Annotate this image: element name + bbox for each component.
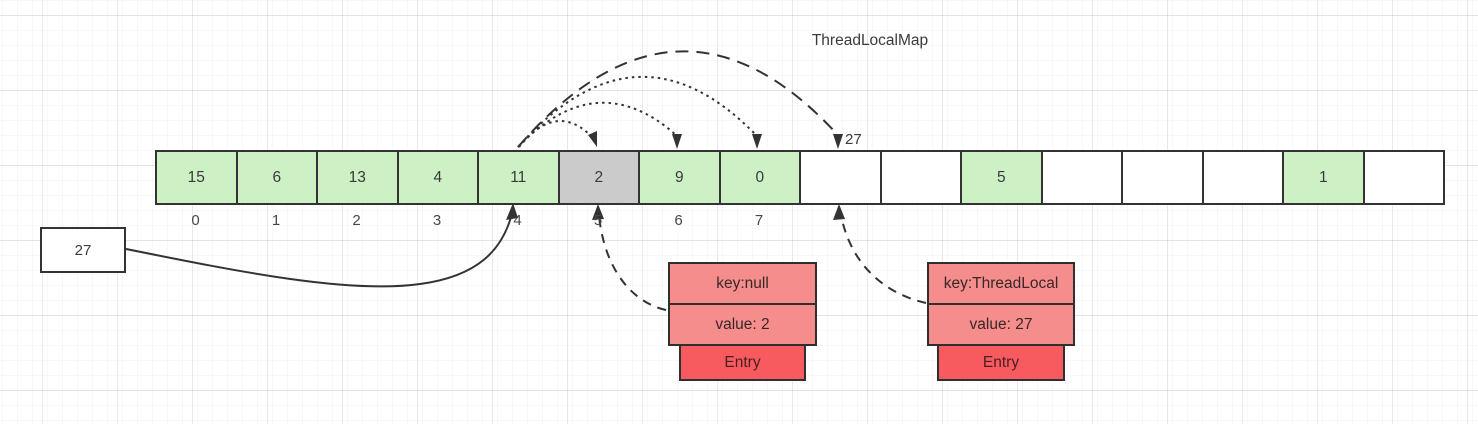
array-cell-12 bbox=[1121, 150, 1204, 205]
array-cell-9 bbox=[879, 150, 962, 205]
probe-arc-to-slot7 bbox=[517, 76, 762, 149]
array-cell-7: 0 bbox=[718, 150, 801, 205]
diagram-title: ThreadLocalMap bbox=[811, 32, 929, 49]
array-cell-15 bbox=[1362, 150, 1445, 205]
index-label-5: 5 bbox=[593, 212, 603, 229]
array-cell-14: 1 bbox=[1282, 150, 1365, 205]
array-cell-3: 4 bbox=[396, 150, 479, 205]
probe-arc-to-slot8 bbox=[517, 50, 843, 149]
array-cell-13 bbox=[1201, 150, 1284, 205]
entry-box-null: key:null value: 2 Entry bbox=[668, 262, 817, 381]
entry-threadlocal-arrow-to-slot8 bbox=[833, 204, 927, 304]
array-cell-8 bbox=[799, 150, 882, 205]
probe-value-label: 27 bbox=[845, 131, 862, 148]
index-label-4: 4 bbox=[513, 212, 522, 229]
entry-threadlocal-value-row: value: 27 bbox=[927, 303, 1075, 346]
array-cell-10: 5 bbox=[960, 150, 1043, 205]
array-cell-4: 11 bbox=[477, 150, 560, 205]
array-cell-0: 15 bbox=[155, 150, 238, 205]
probe-arc-to-slot5 bbox=[518, 120, 597, 148]
index-label-3: 3 bbox=[432, 212, 442, 229]
incoming-value-box: 27 bbox=[40, 227, 126, 273]
probe-arc-to-slot6 bbox=[517, 101, 682, 149]
index-label-2: 2 bbox=[352, 212, 361, 229]
array-cell-5: 2 bbox=[557, 150, 640, 205]
entry-null-tab: Entry bbox=[679, 344, 806, 381]
index-label-1: 1 bbox=[271, 212, 281, 229]
array-cell-6: 9 bbox=[638, 150, 721, 205]
entry-box-threadlocal: key:ThreadLocal value: 27 Entry bbox=[927, 262, 1075, 381]
index-label-7: 7 bbox=[754, 212, 764, 229]
index-label-6: 6 bbox=[674, 212, 683, 229]
entry-threadlocal-tab: Entry bbox=[937, 344, 1065, 381]
array-cell-11 bbox=[1040, 150, 1123, 205]
entry-threadlocal-key-row: key:ThreadLocal bbox=[927, 262, 1075, 305]
index-label-0: 0 bbox=[191, 212, 200, 229]
entry-null-key-row: key:null bbox=[668, 262, 817, 305]
array-cell-1: 6 bbox=[235, 150, 318, 205]
array-cell-2: 13 bbox=[316, 150, 399, 205]
entry-null-value-row: value: 2 bbox=[668, 303, 817, 346]
